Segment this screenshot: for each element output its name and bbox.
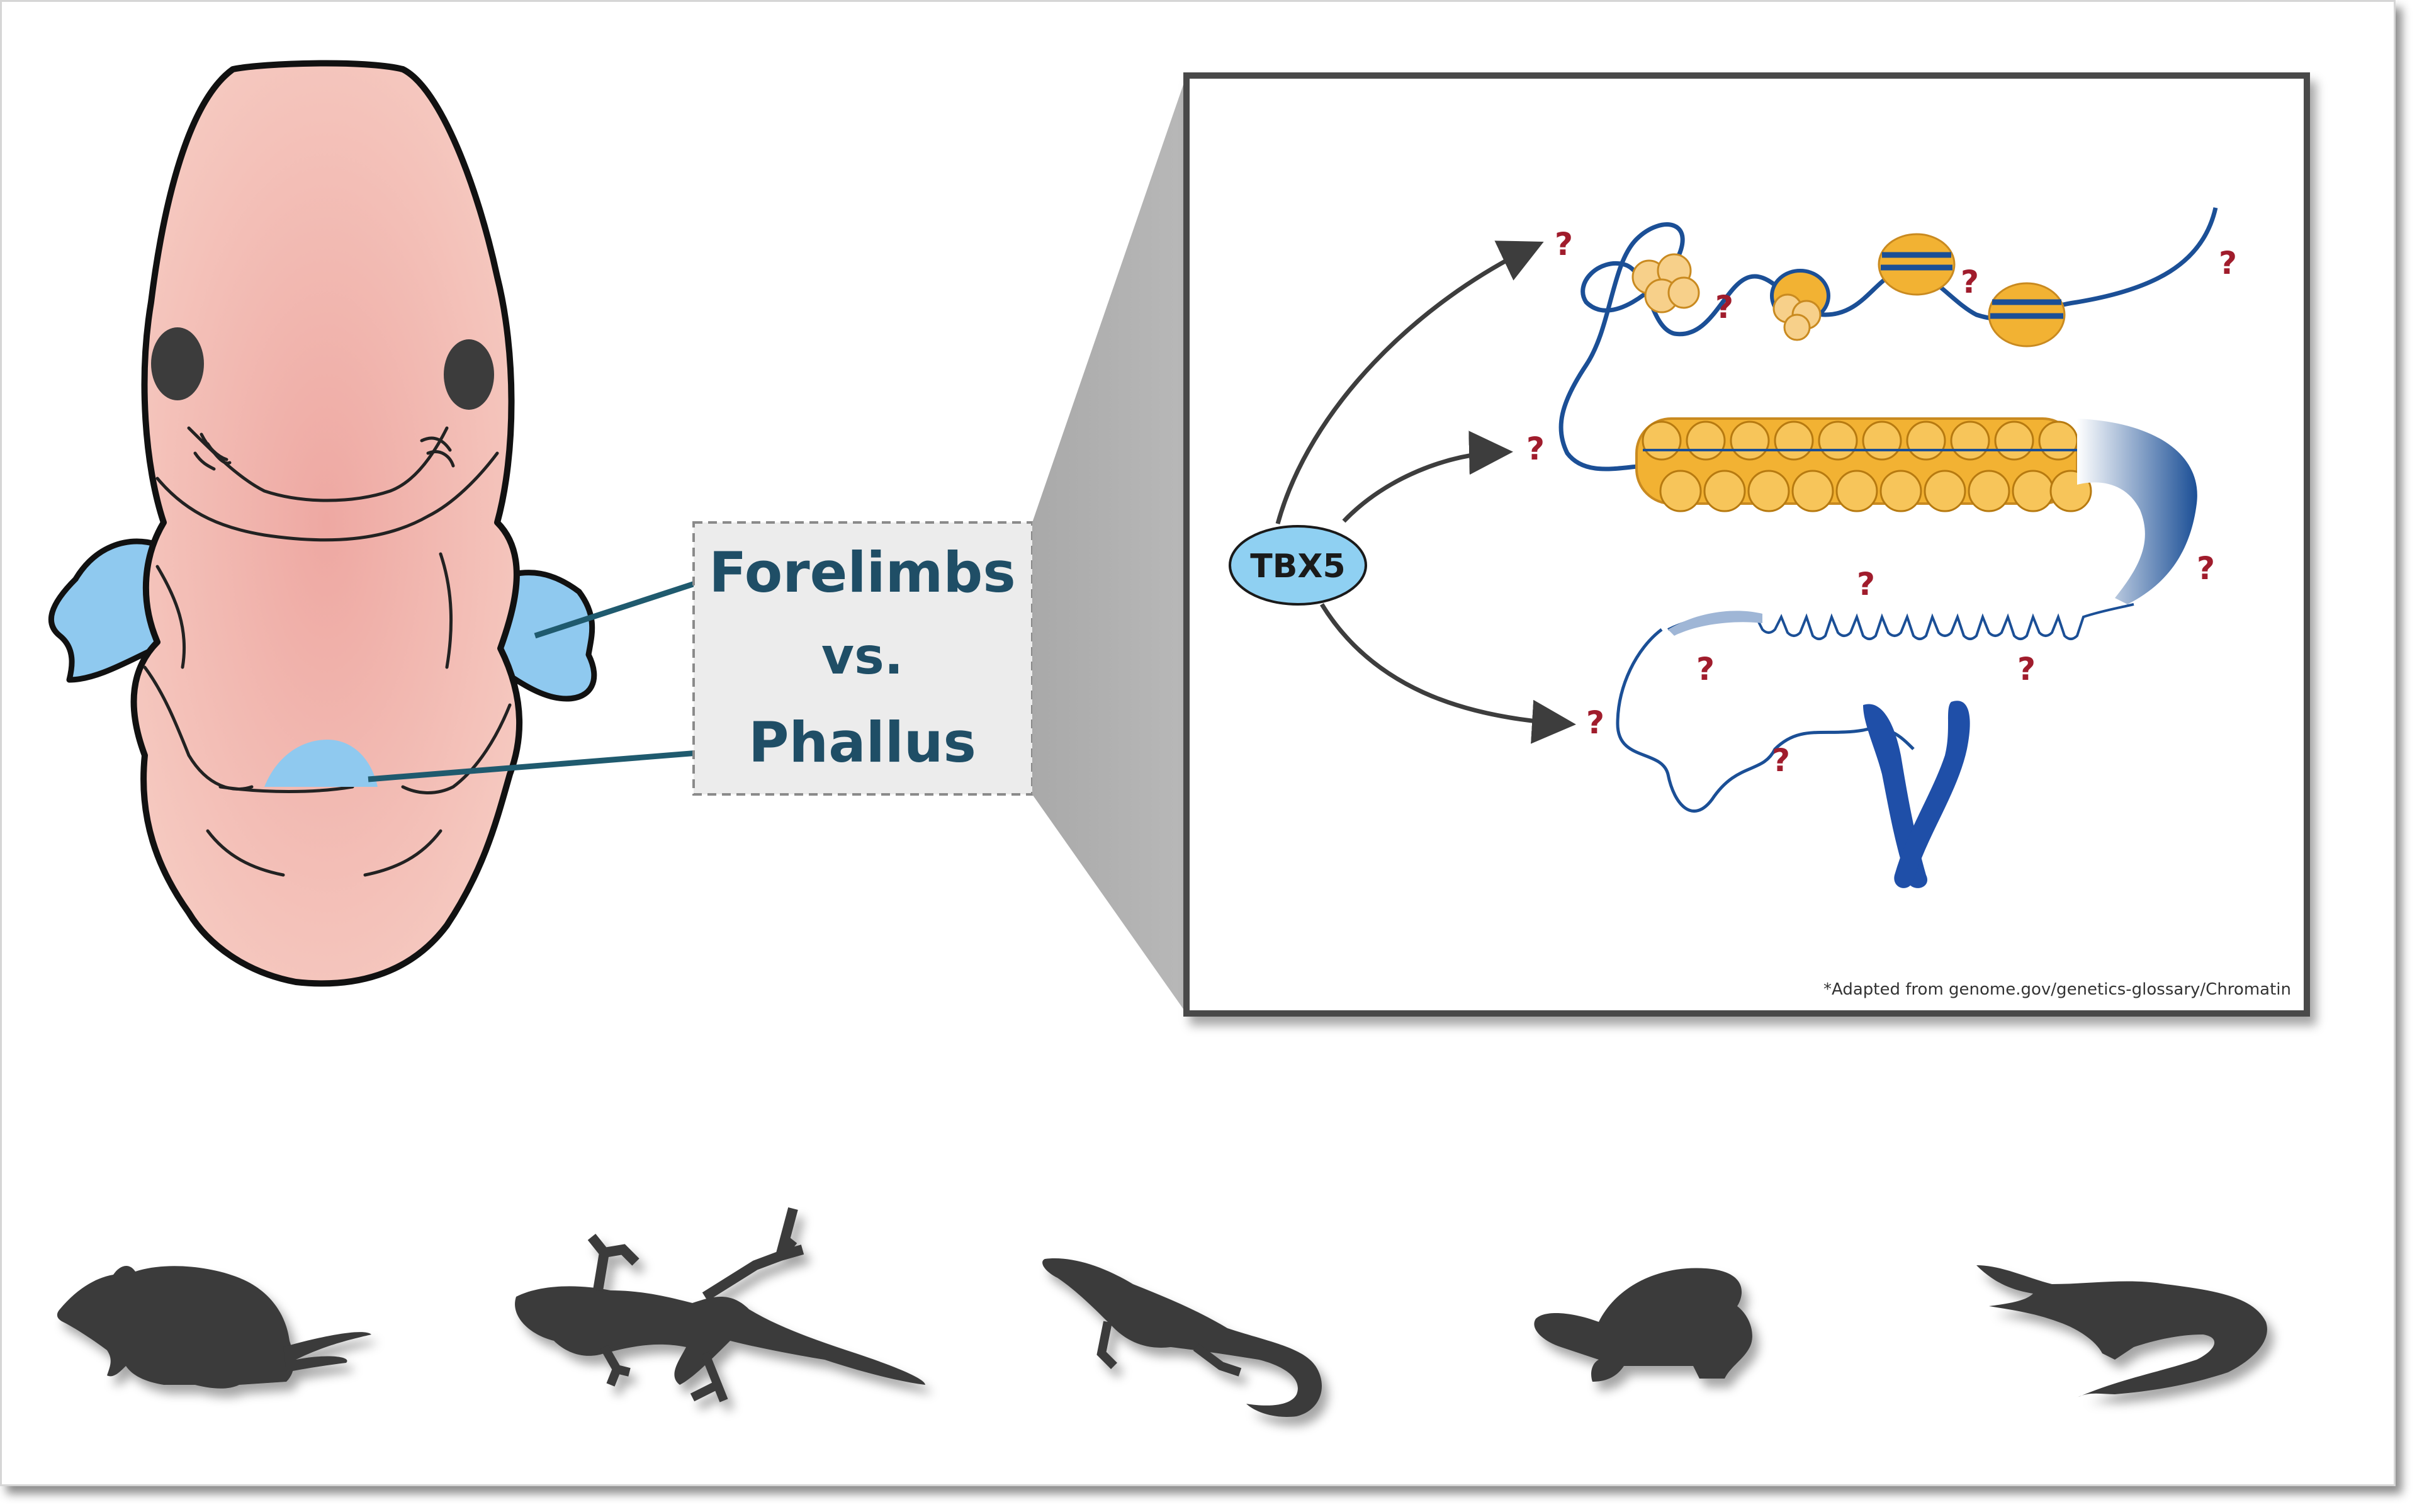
right-eye bbox=[444, 339, 494, 410]
tbx5-oval bbox=[1229, 525, 1367, 606]
chromosome bbox=[1863, 701, 1970, 888]
phallus-label: Phallus bbox=[748, 710, 976, 775]
question-marks: ? ? ? ? ? ? ? ? ? ? ? bbox=[1526, 226, 2237, 779]
mouse-silhouette bbox=[57, 1265, 371, 1389]
turtle-silhouette bbox=[1534, 1268, 1752, 1382]
phallus-bud bbox=[264, 740, 378, 787]
inset-frame bbox=[1183, 72, 2310, 1017]
nucleosome-3 bbox=[1878, 233, 1956, 296]
nucleosome-cluster-1 bbox=[1631, 253, 1700, 313]
fiber-tail bbox=[2077, 419, 2197, 604]
phallus-leader-line bbox=[368, 746, 747, 782]
vs-label: vs. bbox=[821, 627, 903, 685]
zoom-wedge bbox=[1032, 76, 1186, 1013]
svg-text:?: ? bbox=[2219, 245, 2237, 281]
right-forelimb-bud bbox=[494, 570, 597, 702]
arrow-to-chromosome bbox=[1320, 603, 1576, 744]
svg-text:?: ? bbox=[1526, 431, 1545, 467]
looped-chromatin-shade bbox=[1668, 611, 1762, 636]
svg-text:?: ? bbox=[1586, 704, 1604, 741]
gecko-silhouette bbox=[515, 1207, 925, 1402]
citation-text: *Adapted from genome.gov/genetics-glossa… bbox=[1823, 980, 2291, 999]
svg-text:?: ? bbox=[2017, 651, 2036, 687]
svg-text:?: ? bbox=[1555, 226, 1573, 262]
chromatin-inset: TBX5 bbox=[1183, 72, 2310, 1017]
animal-silhouettes bbox=[57, 1207, 2267, 1417]
nucleosome-4 bbox=[1988, 282, 2066, 347]
anole-lizard-silhouette bbox=[1042, 1258, 1322, 1417]
svg-text:?: ? bbox=[1715, 289, 1733, 325]
comparison-label-box bbox=[692, 521, 1034, 796]
embryo-illustration bbox=[48, 60, 597, 987]
arrow-to-fiber bbox=[1342, 431, 1513, 523]
tbx5-label: TBX5 bbox=[1250, 548, 1345, 585]
svg-text:?: ? bbox=[1772, 742, 1790, 779]
svg-text:?: ? bbox=[2197, 550, 2215, 587]
nucleosome-cluster-2 bbox=[1770, 269, 1830, 341]
looped-chromatin bbox=[1667, 603, 2134, 640]
arrow-to-open-chromatin bbox=[1275, 240, 1544, 524]
forelimbs-label: Forelimbs bbox=[709, 540, 1015, 605]
svg-text:?: ? bbox=[1696, 651, 1715, 687]
left-forelimb-bud bbox=[48, 538, 173, 683]
embryo-contour-lines bbox=[143, 426, 512, 877]
left-eye bbox=[151, 327, 204, 400]
svg-text:?: ? bbox=[1961, 264, 1979, 300]
svg-text:?: ? bbox=[1857, 566, 1875, 602]
alligator-silhouette bbox=[1976, 1265, 2267, 1397]
dna-strand-lower bbox=[1616, 628, 1915, 813]
chromatin-fiber bbox=[1635, 417, 2092, 512]
embryo-body bbox=[130, 60, 522, 987]
